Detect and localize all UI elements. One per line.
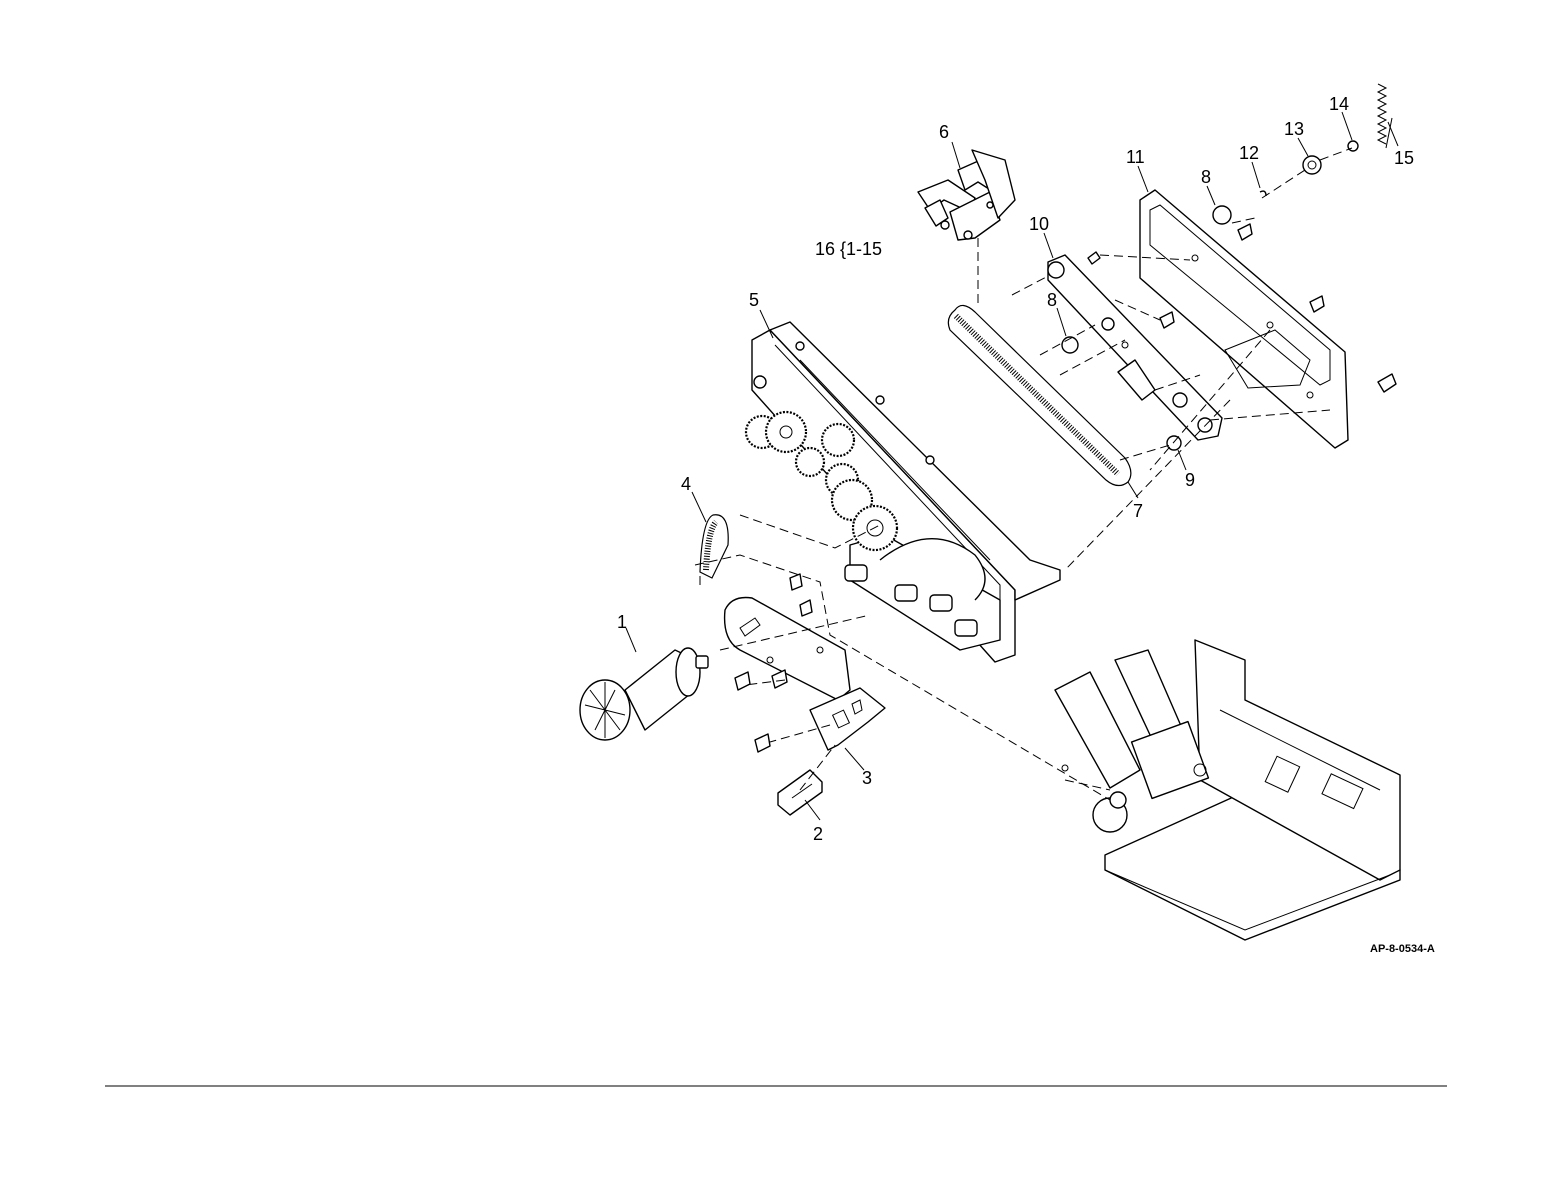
assembly-label: 16 {1-15	[815, 239, 882, 259]
part-6-lever-assembly	[918, 150, 1015, 240]
part-1-motor	[580, 648, 708, 740]
callout-12: 12	[1239, 143, 1259, 163]
callout-6: 6	[939, 122, 949, 142]
callout-15: 15	[1394, 148, 1414, 168]
callout-13: 13	[1284, 119, 1304, 139]
leader-lines	[626, 112, 1398, 820]
part-4-drive-belt	[700, 515, 728, 578]
assembly-guide-lines	[695, 148, 1352, 800]
callout-11: 11	[1126, 147, 1145, 167]
callout-7: 7	[1133, 501, 1143, 521]
callout-9: 9	[1185, 470, 1195, 490]
part-3-sensor-bracket	[810, 688, 885, 750]
callout-1: 1	[617, 612, 627, 632]
callout-4: 4	[681, 474, 691, 494]
callout-10: 10	[1029, 214, 1049, 234]
callout-3: 3	[862, 768, 872, 788]
callout-5: 5	[749, 290, 759, 310]
printer-base-frame	[1055, 640, 1400, 940]
figure-code: AP-8-0534-A	[1370, 943, 1435, 955]
part-2-sensor	[778, 770, 822, 815]
callout-14: 14	[1329, 94, 1349, 114]
part-15-spring	[1378, 84, 1392, 148]
callout-8: 8	[1047, 290, 1057, 310]
callout-2: 2	[813, 824, 823, 844]
callout-8: 8	[1201, 167, 1211, 187]
